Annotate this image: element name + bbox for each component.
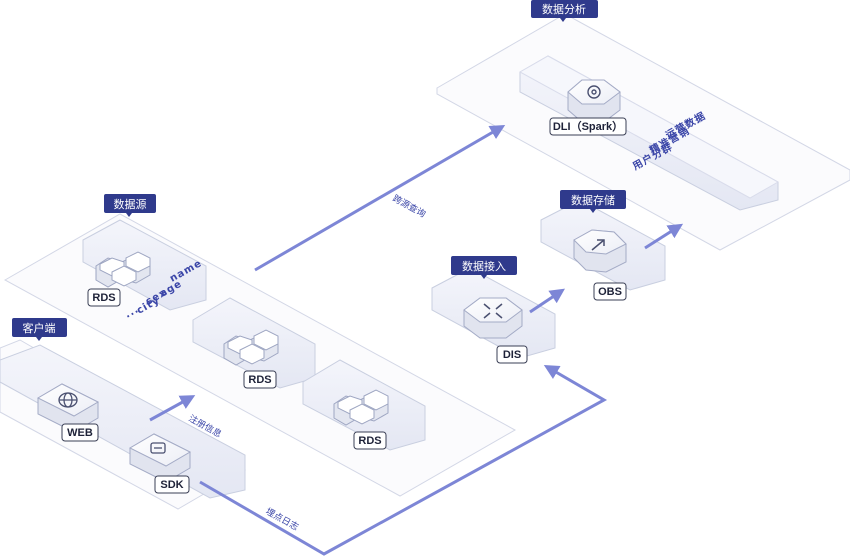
dis-label: DIS: [503, 349, 521, 361]
rds-node-2: RDS: [223, 329, 279, 389]
dli-label: DLI（Spark）: [553, 120, 623, 133]
tag-client: 客户端: [12, 318, 67, 341]
tag-ingest: 数据接入: [451, 256, 517, 279]
rds-node-3: RDS: [333, 389, 389, 450]
sdk-label: SDK: [160, 479, 183, 491]
tracking-log-arrow: [199, 364, 608, 556]
rds-label-3: RDS: [358, 435, 381, 447]
tag-source-text: 数据源: [114, 197, 147, 211]
tag-client-text: 客户端: [23, 321, 56, 335]
tag-analysis-text: 数据分析: [542, 2, 586, 16]
web-label: WEB: [67, 427, 93, 439]
tag-storage: 数据存储: [560, 190, 626, 213]
dis-to-obs-arrow: [529, 288, 565, 314]
dis-node: DIS: [463, 297, 528, 364]
spark-engine-icon: [587, 85, 601, 99]
rds-label-2: RDS: [248, 374, 271, 386]
sdk-chip-icon: [150, 442, 166, 454]
tag-ingest-text: 数据接入: [462, 259, 506, 273]
rds-label-1: RDS: [92, 292, 115, 304]
web-node: WEB: [36, 383, 100, 442]
tag-storage-text: 数据存储: [571, 193, 615, 207]
cross-source-arrow: [254, 124, 506, 272]
obs-label: OBS: [598, 286, 622, 298]
dli-node: DLI（Spark）: [549, 79, 627, 136]
tag-analysis: 数据分析: [531, 0, 598, 22]
register-flow-arrow: [149, 395, 196, 422]
sdk-node: SDK: [128, 433, 192, 494]
tag-source: 数据源: [104, 194, 156, 217]
hexagon-cluster-icon: [95, 251, 151, 288]
obs-node: OBS: [573, 229, 627, 301]
obs-to-analysis-arrow: [644, 223, 684, 250]
converge-arrows-icon: [483, 303, 503, 319]
rds-node-1: RDS: [87, 251, 151, 307]
globe-icon: [58, 392, 78, 408]
cross-source-label: 跨源查询: [391, 192, 428, 220]
hexagon-cluster-icon: [333, 389, 389, 426]
hexagon-cluster-icon: [223, 329, 279, 366]
upload-arrow-icon: [591, 239, 605, 251]
